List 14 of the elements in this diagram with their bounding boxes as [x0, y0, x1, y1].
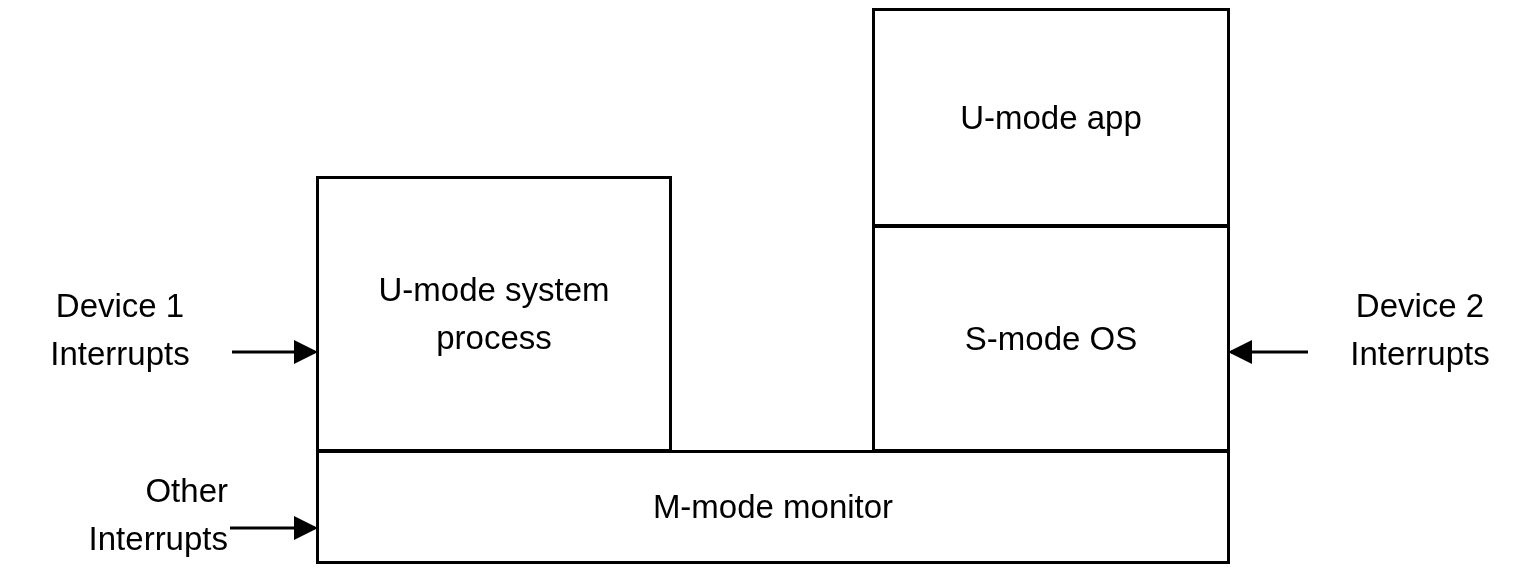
process-box — [316, 450, 1230, 564]
interrupt-label: Device 2 Interrupts — [1349, 286, 1491, 374]
box-label: U-mode app — [960, 97, 1142, 138]
process-box — [872, 8, 1230, 227]
box-label: S-mode OS — [964, 318, 1138, 359]
arrow — [232, 340, 318, 364]
interrupt-label: Other Interrupts — [87, 471, 228, 559]
box-label: M-mode monitor — [652, 487, 894, 528]
process-box — [316, 176, 672, 452]
arrow — [230, 516, 318, 540]
arrow — [1228, 340, 1308, 364]
process-box — [872, 225, 1230, 452]
interrupt-label: Device 1 Interrupts — [49, 286, 191, 374]
box-label: U-mode system process — [377, 270, 611, 358]
